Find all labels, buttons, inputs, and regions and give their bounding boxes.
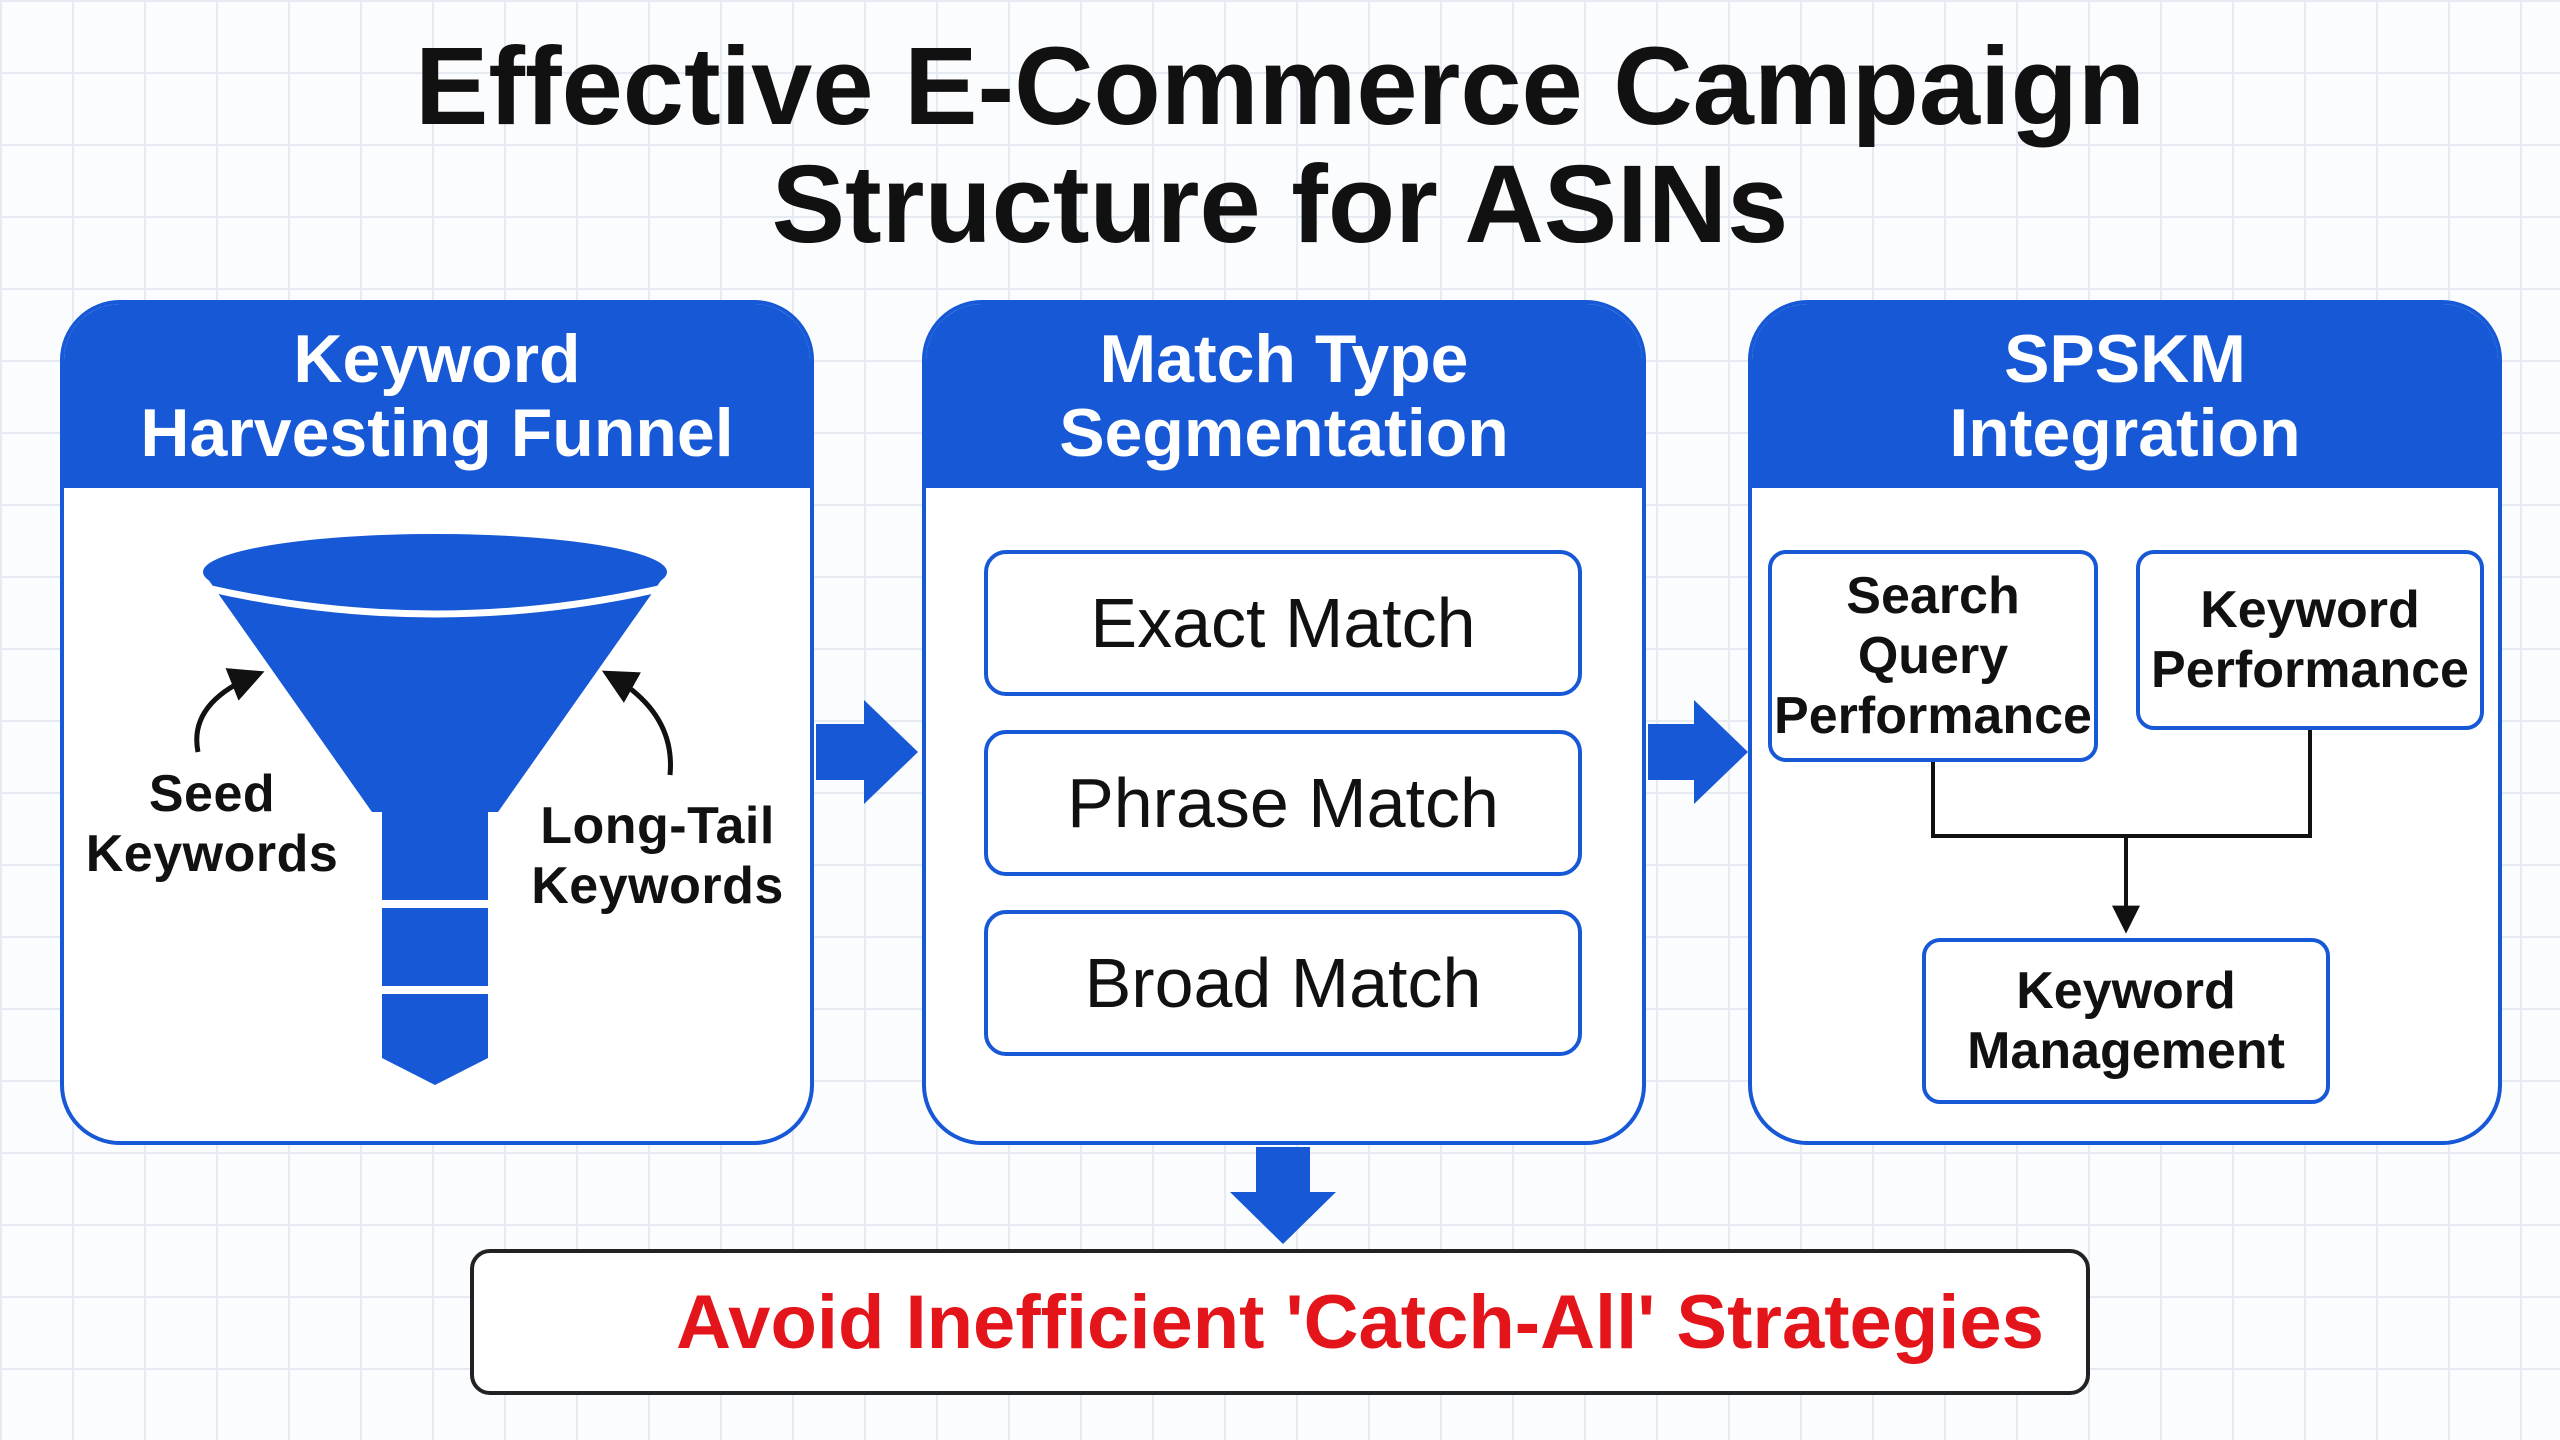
keyword-harvesting-header-line-2: Harvesting Funnel [140, 395, 734, 471]
keyword-management-box: Keyword Management [1922, 938, 2330, 1104]
keyword-performance-line-2: Performance [2151, 641, 2469, 699]
spskm-header-line-2: Integration [1949, 395, 2301, 471]
seed-keywords-line-1: Seed [148, 765, 276, 823]
title-line-2: Structure for ASINs [771, 143, 1789, 266]
broad-match-box: Broad Match [984, 910, 1582, 1056]
search-query-performance-line-2: Query [1857, 627, 2009, 685]
warning-text: Avoid Inefficient 'Catch-All' Strategies [676, 1279, 2044, 1365]
phrase-match-label: Phrase Match [1067, 764, 1499, 842]
keyword-management-line-2: Management [1967, 1022, 2285, 1080]
broad-match-label: Broad Match [1084, 944, 1482, 1022]
keyword-management-line-1: Keyword [2016, 962, 2236, 1020]
page-title: Effective E-Commerce Campaign Structure … [0, 28, 2560, 264]
search-query-performance-line-3: Performance [1774, 687, 2092, 745]
seed-keywords-line-2: Keywords [85, 825, 339, 883]
long-tail-keywords-label: Long-Tail Keywords [525, 796, 790, 916]
long-tail-keywords-line-2: Keywords [531, 857, 784, 915]
keyword-harvesting-header: Keyword Harvesting Funnel [64, 304, 810, 488]
spskm-header-line-1: SPSKM [2004, 321, 2246, 397]
long-tail-keywords-line-1: Long-Tail [540, 797, 775, 855]
spskm-header: SPSKM Integration [1752, 304, 2498, 488]
flow-arrow-down [1230, 1147, 1336, 1244]
match-type-header-line-2: Segmentation [1059, 395, 1509, 471]
match-type-header-line-1: Match Type [1099, 321, 1469, 397]
search-query-performance-line-1: Search [1846, 567, 2020, 625]
title-line-1: Effective E-Commerce Campaign [415, 25, 2145, 148]
exact-match-label: Exact Match [1090, 584, 1476, 662]
keyword-performance-line-1: Keyword [2200, 581, 2420, 639]
seed-keywords-label: Seed Keywords [82, 764, 342, 884]
match-type-header: Match Type Segmentation [926, 304, 1642, 488]
phrase-match-box: Phrase Match [984, 730, 1582, 876]
flow-arrow-right-2 [1648, 700, 1748, 804]
keyword-harvesting-panel: Keyword Harvesting Funnel [60, 300, 814, 1145]
exact-match-box: Exact Match [984, 550, 1582, 696]
flow-arrow-right-1 [816, 700, 918, 804]
warning-banner: Avoid Inefficient 'Catch-All' Strategies [470, 1249, 2090, 1395]
keyword-harvesting-header-line-1: Keyword [293, 321, 581, 397]
keyword-performance-box: Keyword Performance [2136, 550, 2484, 730]
search-query-performance-box: Search Query Performance [1768, 550, 2098, 762]
